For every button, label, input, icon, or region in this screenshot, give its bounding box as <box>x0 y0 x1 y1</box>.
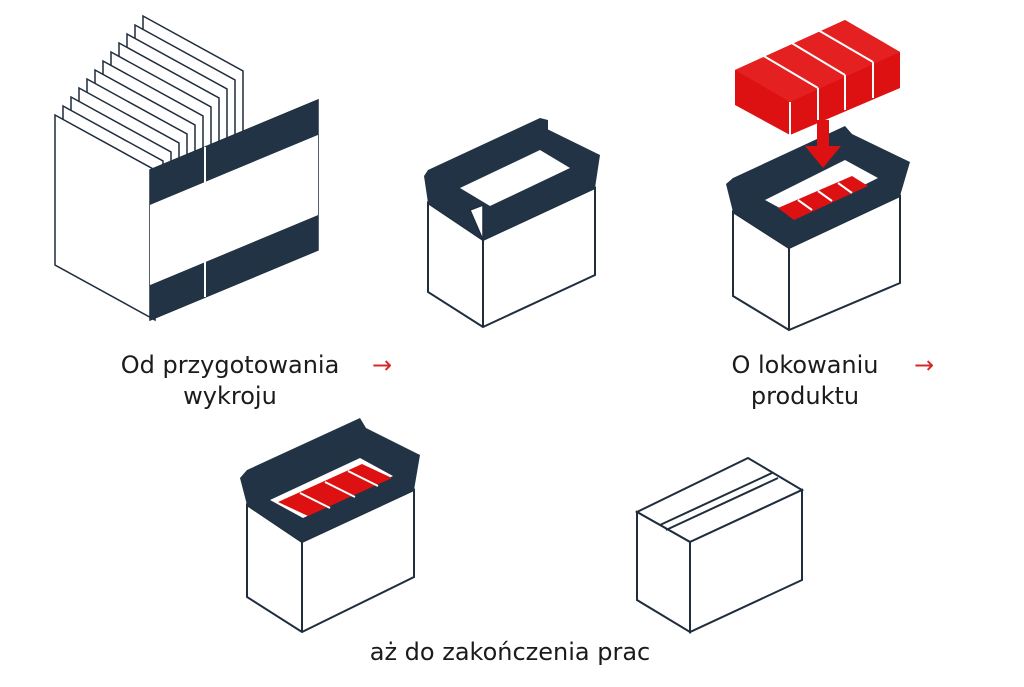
stacked-blanks-icon <box>54 14 319 322</box>
caption-line: Od przygotowania <box>120 351 340 379</box>
closed-box-icon <box>634 456 805 634</box>
right-arrow-icon: → <box>372 351 393 379</box>
right-arrow-icon: → <box>914 351 935 379</box>
blank-band <box>150 135 318 285</box>
caption-final: aż do zakończenia prac <box>369 638 651 666</box>
blank-band <box>150 215 318 320</box>
product-drop-icon <box>726 20 910 332</box>
caption-placing: O lokowaniu produktu <box>700 350 910 412</box>
caption-blanks: Od przygotowania wykroju <box>100 350 360 412</box>
caption-line: wykroju <box>183 382 277 410</box>
caption-line: produktu <box>750 382 860 410</box>
filled-box-icon <box>240 418 420 634</box>
blank-band <box>150 100 318 205</box>
blank-sheet <box>54 113 156 322</box>
caption-line: O lokowaniu <box>731 351 879 379</box>
down-arrow-icon <box>805 120 841 168</box>
open-box-icon <box>424 118 600 329</box>
